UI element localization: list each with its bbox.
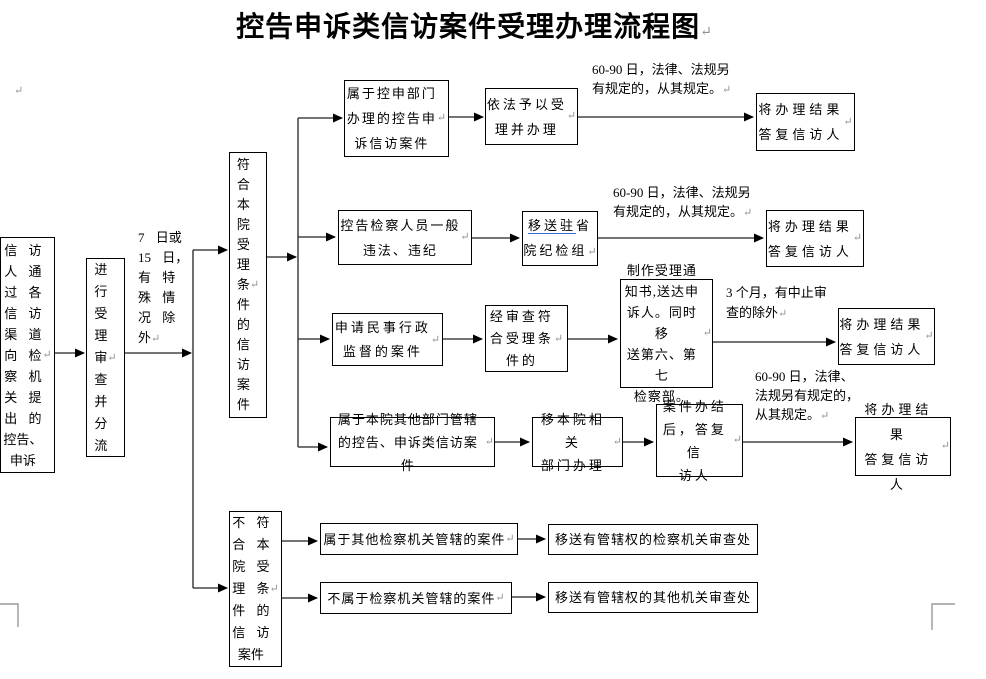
paragraph-mark: ↵ — [484, 435, 494, 448]
text-boundary-mark-bottom-left — [0, 603, 19, 627]
node-not-procuratorate-case: 不属于检察机关管辖的案件↵ — [320, 582, 512, 614]
paragraph-mark: ↵ — [495, 591, 505, 604]
node-transfer-procuratorate: 移送有管辖权的检察机关审查处 — [548, 524, 758, 555]
node-reply-result-1: 将办理结果 答复信访人↵ — [756, 93, 855, 151]
note-3month-rule: 3 个月，有中止审 查的除外↵ — [726, 285, 827, 320]
text-boundary-mark-bottom-right — [931, 603, 955, 630]
node-transfer-discipline-group: 移送驻省 院纪检组↵ — [522, 211, 598, 266]
paragraph-mark: ↵ — [566, 110, 577, 122]
paragraph-mark: ↵ — [553, 332, 564, 345]
flowchart-title-text: 控告申诉类信访案件受理办理流程图 — [236, 12, 701, 43]
paragraph-mark: ↵ — [743, 207, 753, 219]
paragraph-mark: ↵ — [940, 440, 950, 452]
underlined-text: 移送驻 — [527, 217, 576, 233]
paragraph-mark: ↵ — [42, 348, 52, 361]
node-accept-handle: 依法予以受 理并办理↵ — [485, 88, 578, 145]
note-6090-rule-3: 60-90 日，法律、 法规另有规定的， 从其规定。↵ — [755, 369, 860, 422]
node-triage: 进 行 受 理 审 查 并 分 流↵ — [86, 258, 125, 457]
paragraph-mark: ↵ — [505, 532, 515, 545]
paragraph-mark: ↵ — [820, 410, 830, 422]
node-civil-case: 申请民事行政 监督的案件↵ — [332, 313, 443, 366]
note-time-rule: 7 日或 15 日， 有 特 殊 情 况 除 外↵ — [138, 230, 189, 345]
node-source: 信 访 人 通 过 各 信 访 渠 道 向 检 察 机 关 提 出 的 控告、 … — [0, 237, 55, 473]
paragraph-mark: ↵ — [587, 245, 597, 258]
node-transfer-dept: 移本院相关 部门办理↵ — [532, 412, 623, 473]
paragraph-mark: ↵ — [732, 434, 742, 446]
node-transfer-other-organ: 移送有管辖权的其他机关审查处 — [548, 582, 758, 613]
paragraph-mark: ↵ — [722, 84, 732, 96]
node-reply-result-4: 将办理结果 答复信访人↵ — [855, 402, 951, 492]
node-reply-result-2: 将办理结果 答复信访人↵ — [766, 210, 864, 267]
paragraph-mark: ↵ — [151, 333, 161, 345]
paragraph-mark: ↵ — [436, 112, 447, 124]
paragraph-mark: ↵ — [249, 279, 260, 291]
flowchart-title: 控告申诉类信访案件受理办理流程图↵ — [174, 10, 774, 51]
paragraph-mark: ↵ — [430, 333, 441, 346]
node-other-procuratorate-case: 属于其他检察机关管辖的案件↵ — [320, 523, 518, 555]
paragraph-mark: ↵ — [702, 327, 712, 339]
paragraph-mark: ↵ — [460, 231, 470, 243]
node-reply-result-3: 将办理结果 答复信访人↵ — [838, 308, 935, 365]
node-other-dept-case: 属于本院其他部门管辖 的控告、申诉类信访案件↵ — [330, 412, 495, 473]
paragraph-mark: ↵ — [107, 351, 117, 364]
node-make-notice: 制作受理通 知书,送达申 诉人。同时移 送第六、第七 检察部。 ↵ — [620, 263, 713, 404]
node-review-pass: 经审查符 合受理条 件的↵ — [485, 305, 568, 372]
paragraph-mark: ↵ — [852, 232, 863, 244]
paragraph-mark: ↵ — [924, 330, 934, 342]
paragraph-mark: ↵ — [269, 583, 279, 595]
node-case-closed-reply: 案件办结 后，答复信 访人 ↵ — [656, 399, 743, 483]
note-6090-rule-1: 60-90 日，法律、法规另 有规定的，从其规定。↵ — [592, 62, 732, 96]
paragraph-mark: ↵ — [14, 82, 23, 98]
node-staff-violation: 控告检察人员一般 违法、违纪↵ — [338, 210, 472, 265]
node-text: 省 院纪检组↵ — [523, 217, 597, 258]
paragraph-mark: ↵ — [843, 115, 853, 128]
node-ksb-case: 属于控申部门 办理的控告申 诉信访案件↵ — [344, 80, 449, 157]
node-accept-criteria: 符 合 本 院 受 理 条 件 的 信 访 案 件↵ — [229, 152, 267, 418]
paragraph-mark: ↵ — [612, 435, 622, 448]
paragraph-mark: ↵ — [700, 25, 712, 40]
node-reject-criteria: 不 符 合 本 院 受 理 条 件 的 信 访 案件↵ — [229, 511, 282, 667]
paragraph-mark: ↵ — [14, 85, 24, 97]
paragraph-mark: ↵ — [778, 308, 788, 320]
note-6090-rule-2: 60-90 日，法律、法规另 有规定的，从其规定。↵ — [613, 185, 753, 219]
